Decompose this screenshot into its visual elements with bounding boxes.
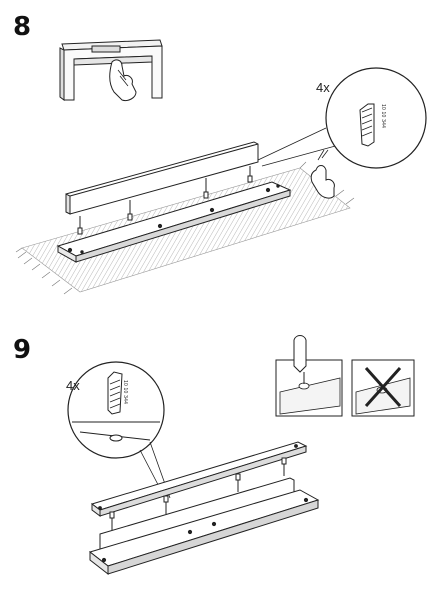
bottom-panel (56, 181, 292, 263)
step-9-number: 9 (13, 335, 32, 365)
hand-press-icon (109, 59, 137, 101)
step-8-number: 8 (13, 12, 32, 42)
correct-insertion-box (275, 335, 343, 417)
hand-point-icon (310, 149, 335, 199)
dowels-step8 (77, 166, 253, 235)
top-rail-step9 (90, 441, 308, 517)
dowel-callout-step9 (67, 361, 165, 459)
incorrect-insertion-box (351, 359, 415, 417)
dowel-quantity-step9: 4x (66, 378, 80, 393)
desk-reference-illustration (59, 39, 163, 101)
side-rail (65, 141, 259, 215)
part-number-step8: 10 10 344 (380, 104, 386, 129)
part-number-step9: 10 10 344 (122, 380, 128, 405)
dowel-callout-step8 (325, 67, 427, 169)
bottom-assembly-step9 (88, 477, 320, 576)
dowels-step9 (109, 457, 287, 530)
dowel-quantity-step8: 4x (316, 80, 330, 95)
